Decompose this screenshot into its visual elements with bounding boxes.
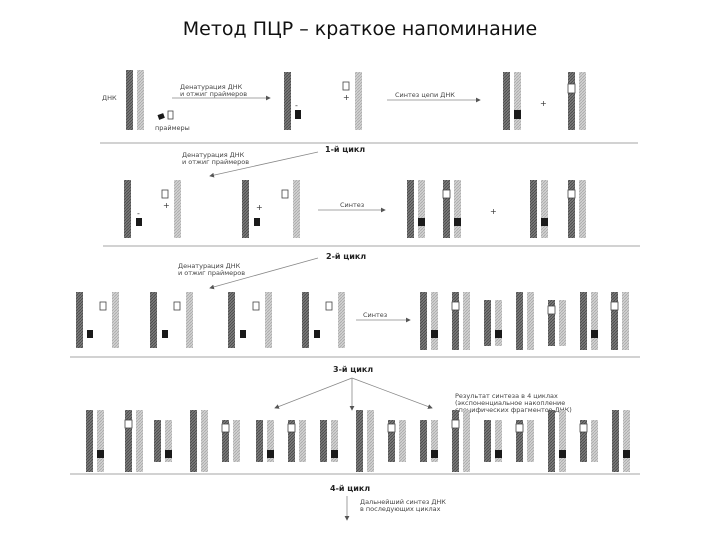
cycle2-label: 2-й цикл xyxy=(326,252,366,261)
dna-duplex xyxy=(126,70,144,130)
svg-text:+: + xyxy=(343,93,350,102)
step3-line2: и отжиг праймеров xyxy=(178,269,245,277)
row-cycle-4: Результат синтеза в 4 циклах (экспоненци… xyxy=(70,378,640,520)
svg-text:-: - xyxy=(295,101,298,110)
cycle2-strands: - + + xyxy=(124,180,300,238)
primers-icon xyxy=(157,111,173,120)
cycle3-strands xyxy=(76,292,345,348)
cycle4-label: 4-й цикл xyxy=(330,484,370,493)
row-initial-dna: ДНК праймеры Денатурация ДНК и отжиг пра… xyxy=(100,70,638,154)
cycle3-products xyxy=(420,292,629,350)
synthesis2-label: Синтез xyxy=(340,201,365,209)
svg-text:+: + xyxy=(540,99,547,108)
step1-line2: и отжиг праймеров xyxy=(180,90,247,98)
row-cycle-3: Денатурация ДНК и отжиг праймеров Синтез xyxy=(70,258,640,374)
svg-text:-: - xyxy=(137,209,140,218)
cycle2-products: + xyxy=(407,180,586,238)
further-line2: в последующих циклах xyxy=(360,505,441,513)
arrow-branch-left xyxy=(275,378,352,408)
arrow-branch-right xyxy=(352,378,432,408)
synthesis1-label: Синтез цепи ДНК xyxy=(395,91,455,99)
svg-text:+: + xyxy=(163,201,170,210)
cycle4-products xyxy=(86,410,630,472)
strand-pair: - + xyxy=(284,72,362,130)
step2-line2: и отжиг праймеров xyxy=(182,158,249,166)
cycle1-label: 1-й цикл xyxy=(325,145,365,154)
row-cycle-2: Денатурация ДНК и отжиг праймеров - + + … xyxy=(103,151,640,261)
cycle3-label: 3-й цикл xyxy=(333,365,373,374)
svg-text:+: + xyxy=(490,207,497,216)
primers-label: праймеры xyxy=(155,124,190,132)
synthesis3-label: Синтез xyxy=(363,311,388,319)
dna-label: ДНК xyxy=(102,94,117,102)
svg-text:+: + xyxy=(256,203,263,212)
duplex-product: + xyxy=(503,72,586,130)
